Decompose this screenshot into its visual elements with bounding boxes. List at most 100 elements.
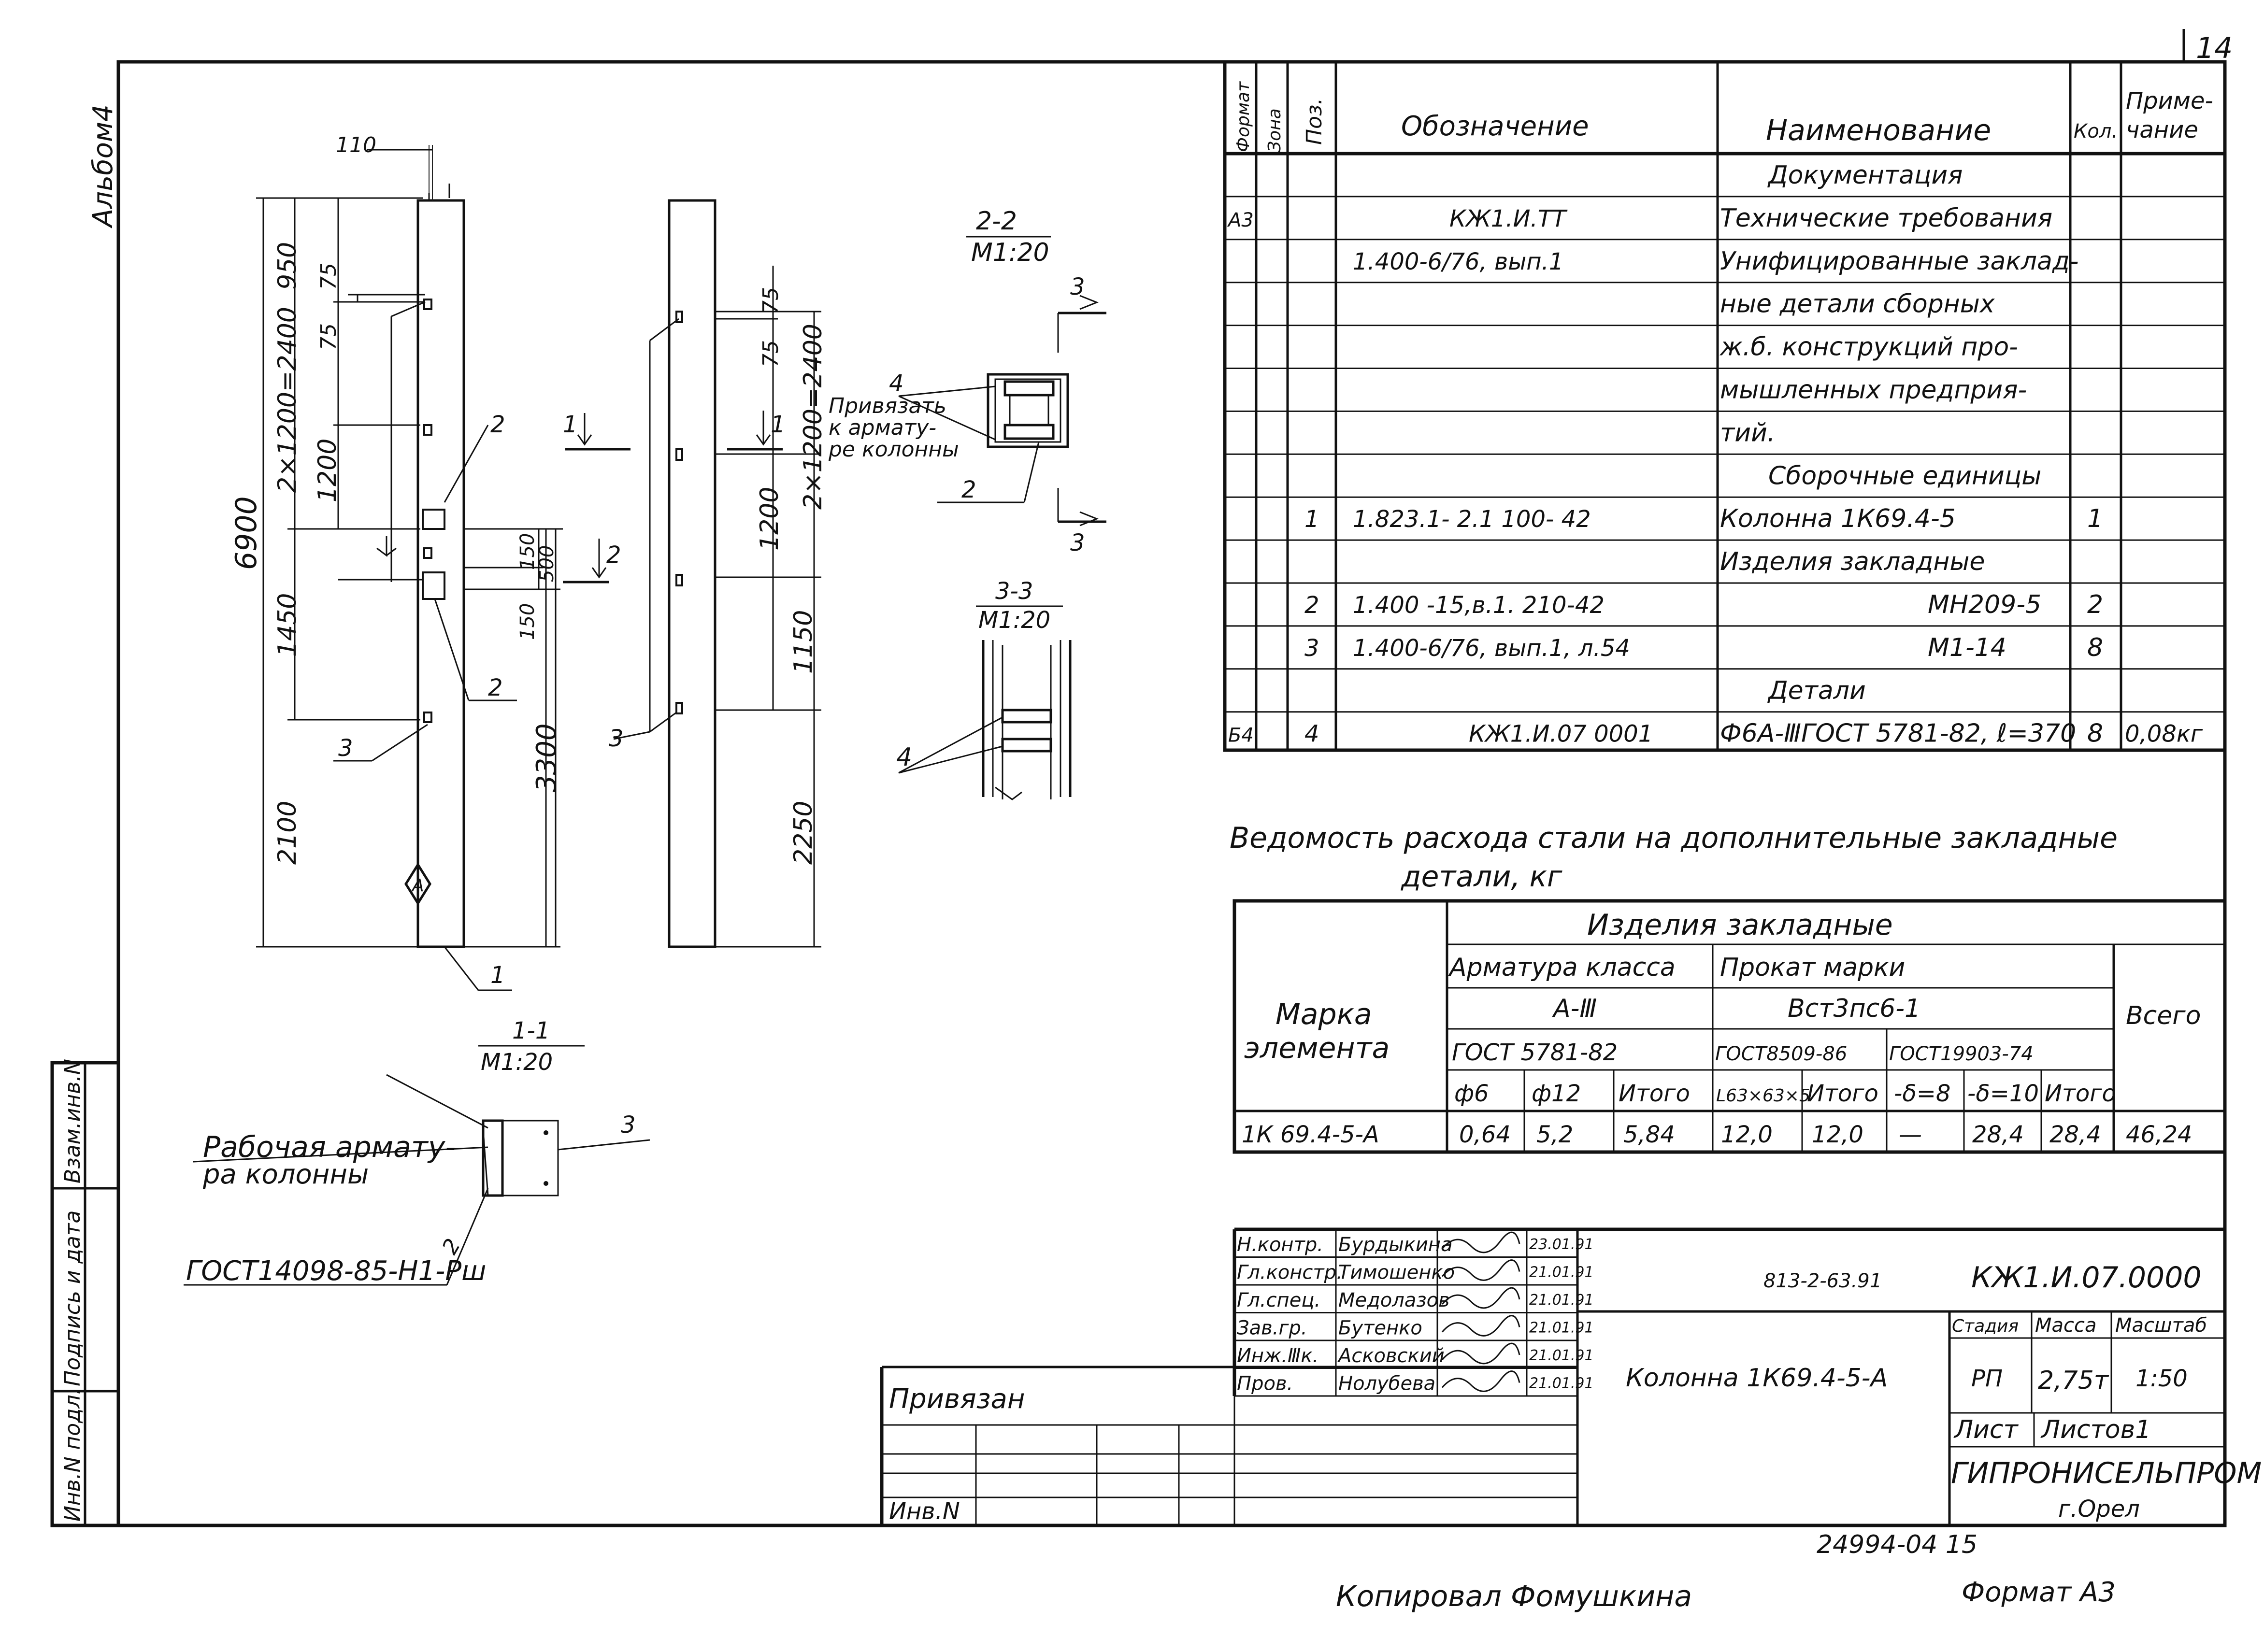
tb-bound-label: Привязан — [889, 1383, 1025, 1415]
section-2-2: 2-2 М1:20 3 3 4 Привязать к армату- ре к… — [828, 207, 1106, 556]
tb-object-name: Колонна 1К69.4-5-А — [1626, 1364, 1888, 1393]
steel-h-steel: Вст3пс6-1 — [1788, 994, 1920, 1023]
sec1-scale: М1:20 — [481, 1049, 553, 1076]
tb-stage-label: Стадия — [1952, 1316, 2019, 1336]
tb-date: 21.01.91 — [1529, 1375, 1594, 1392]
tb-signature — [1441, 1231, 1520, 1253]
spec-cell-name: Изделия закладные — [1720, 547, 1985, 576]
dim-side-75-b: 75 — [759, 340, 783, 367]
page-number: 14 — [2196, 31, 2233, 65]
spec-cell-name: Унифицированные заклад- — [1720, 247, 2079, 276]
tb-signature — [1441, 1259, 1520, 1281]
spec-cell-pos: 4 — [1304, 721, 1319, 748]
callout-front-3: 3 — [338, 735, 353, 762]
spec-h-qty: Кол. — [2074, 120, 2118, 142]
steel-h-rolled-grade: Прокат марки — [1720, 953, 1905, 982]
steel-value-cell: 28,4 — [2049, 1121, 2101, 1148]
steel-value-cell: 28,4 — [1972, 1121, 2024, 1148]
column-front-view: 110 — [229, 133, 630, 991]
dim-3300: 3300 — [531, 723, 562, 792]
format-label: Формат А3 — [1962, 1577, 2116, 1608]
section-3-3: 3-3 М1:20 4 — [896, 578, 1072, 800]
spec-cell-qty: 8 — [2087, 633, 2103, 662]
spec-cell-pos: 1 — [1304, 506, 1319, 533]
spec-cell-name: М1-14 — [1928, 633, 2006, 662]
callout-front-2a: 2 — [490, 411, 505, 438]
callout-sec2-4: 4 — [889, 370, 904, 397]
spec-h-note-2: чание — [2126, 116, 2198, 143]
steel-value-cell: 12,0 — [1721, 1121, 1773, 1148]
tb-role: Зав.гр. — [1237, 1317, 1307, 1339]
tb-sheets-label: Листов1 — [2040, 1415, 2151, 1444]
dim-side-2x1200: 2×1200=2400 — [799, 324, 828, 510]
note-attach-1: Привязать — [829, 394, 946, 418]
spec-cell-designation: 1.823.1- 2.1 100- 42 — [1353, 506, 1591, 533]
callout-sec1-3: 3 — [621, 1111, 636, 1139]
tb-project-code: 813-2-63.91 — [1763, 1270, 1882, 1292]
spec-h-name: Наименование — [1766, 114, 1991, 147]
steel-value-cell: 12,0 — [1812, 1121, 1863, 1148]
tb-name: Бутенко — [1338, 1317, 1422, 1339]
dim-side-75-a: 75 — [759, 287, 783, 314]
tb-role: Гл.констр. — [1237, 1262, 1343, 1284]
callout-sec3-4: 4 — [896, 743, 912, 772]
tb-name: Нолубева — [1338, 1373, 1435, 1395]
tb-mass: 2,75т — [2038, 1366, 2109, 1395]
steel-h-a3: А-Ⅲ — [1552, 994, 1597, 1023]
spec-cell-pos: 3 — [1304, 635, 1319, 662]
spec-cell-designation: 1.400-6/76, вып.1 — [1353, 248, 1563, 275]
sec2-title: 2-2 — [976, 207, 1017, 236]
section-1-1: 1-1 М1:20 3 Рабочая армату- ра колонны Г… — [184, 1017, 650, 1287]
steel-value-cell: 0,64 — [1459, 1121, 1511, 1148]
spec-cell-designation: КЖ1.И.07 0001 — [1469, 721, 1653, 748]
steel-table: Марка элемента Изделия закладные Арматур… — [1232, 899, 2227, 1154]
spec-table: Формат Зона Поз. Обозначение Наименовани… — [1223, 60, 2227, 752]
dim-75-b: 75 — [316, 323, 341, 350]
tb-scale: 1:50 — [2135, 1365, 2188, 1392]
stamp-inv-orig: Инв.N подл. — [60, 1388, 85, 1522]
tb-name: Бурдыкина — [1338, 1234, 1453, 1256]
column-side-view: 3 75 75 2×1200=2400 1200 1150 2250 1 — [609, 199, 828, 948]
spec-h-designation: Обозначение — [1401, 111, 1589, 142]
tb-date: 21.01.91 — [1529, 1292, 1594, 1309]
dim-side-2250: 2250 — [789, 801, 818, 865]
tb-mass-label: Масса — [2035, 1314, 2097, 1337]
sec2-scale: М1:20 — [971, 238, 1049, 267]
tb-role: Гл.спец. — [1237, 1289, 1320, 1311]
dim-6900: 6900 — [229, 496, 263, 570]
spec-cell-qty: 1 — [2087, 504, 2103, 533]
tb-role: Н.контр. — [1237, 1234, 1323, 1256]
callout-sec2-2: 2 — [961, 476, 976, 503]
spec-cell-format: А3 — [1227, 209, 1254, 231]
steel-h-mark-1: Марка — [1275, 997, 1372, 1031]
steel-h-mark-2: элемента — [1244, 1031, 1390, 1065]
steel-col-header: Итого — [1619, 1080, 1690, 1107]
steel-row-mark: 1К 69.4-5-А — [1242, 1121, 1379, 1148]
cut-3-top: 3 — [1070, 273, 1085, 300]
steel-col-header: Итого — [2045, 1080, 2116, 1107]
tb-date: 21.01.91 — [1529, 1320, 1594, 1337]
spec-cell-name: Детали — [1767, 676, 1866, 705]
tb-name: Тимошенко — [1338, 1262, 1455, 1284]
tb-inv-label: Инв.N — [889, 1498, 960, 1525]
spec-cell-note: 0,08кг — [2125, 721, 2203, 748]
dim-150-a: 150 — [516, 533, 539, 570]
steel-col-header: ф12 — [1532, 1080, 1581, 1107]
tb-scale-label: Масштаб — [2115, 1314, 2207, 1337]
tb-name: Асковский — [1337, 1345, 1445, 1367]
spec-cell-designation: КЖ1.И.ТТ — [1449, 205, 1568, 232]
spec-cell-qty: 8 — [2087, 719, 2103, 748]
spec-h-note-1: Приме- — [2126, 87, 2213, 114]
spec-h-pos: Поз. — [1302, 98, 1327, 145]
steel-h-rebar-class: Арматура класса — [1448, 953, 1676, 982]
spec-cell-name: тий. — [1720, 418, 1775, 447]
note-attach-3: ре колонны — [828, 437, 959, 462]
spec-cell-name: Документация — [1767, 161, 1963, 190]
tb-stage: РП — [1971, 1365, 2003, 1392]
dim-110: 110 — [336, 133, 376, 157]
dim-2100: 2100 — [273, 801, 302, 865]
tb-city: г.Орел — [2058, 1495, 2140, 1523]
tb-signature — [1441, 1370, 1520, 1392]
spec-cell-designation: 1.400-6/76, вып.1, л.54 — [1353, 635, 1630, 662]
